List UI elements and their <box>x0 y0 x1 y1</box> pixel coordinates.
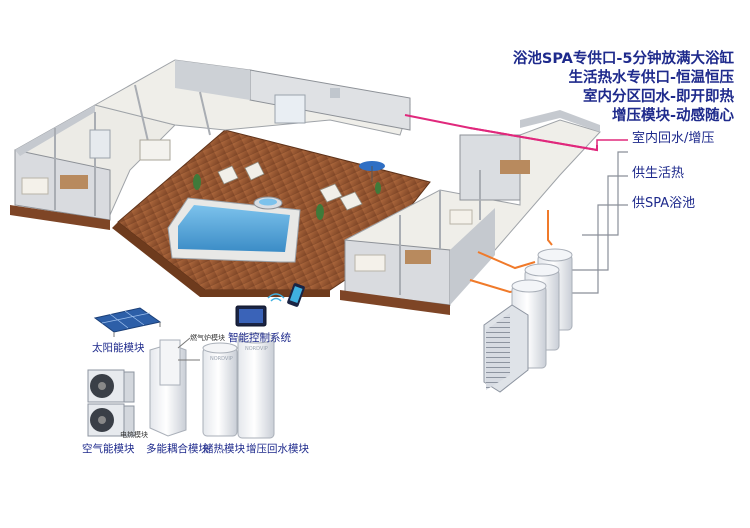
storage-module-icon: NORDVIP <box>202 342 238 437</box>
feature-item: 增压模块-动感随心 <box>611 108 734 124</box>
hot-water-pipe <box>477 251 536 270</box>
label-gas-furnace: 燃气炉模块 <box>190 334 225 342</box>
label-coupling-module: 多能耦合模块 <box>146 443 209 455</box>
smartphone-icon <box>287 283 305 307</box>
leader-domestic <box>566 175 628 271</box>
label-storage-module: 储热模块 <box>203 443 245 455</box>
deck-step <box>112 222 330 297</box>
leader-spa <box>552 204 628 294</box>
sun-loungers <box>217 161 363 211</box>
right-wing-upper-wall <box>459 134 521 201</box>
back-wing-wall-left <box>175 60 250 100</box>
label-air-energy-module: 空气能模块 <box>82 443 135 455</box>
feature-item: 生活热水专供口-恒温恒压 <box>568 70 734 86</box>
label-domestic-hot-water: 供生活热 <box>632 166 685 181</box>
system-modules: NORDVIP NORDVIP <box>87 283 305 439</box>
label-solar-module: 太阳能模块 <box>92 342 145 354</box>
label-return-booster: 室内回水/增压 <box>632 131 715 146</box>
right-equipment <box>483 248 573 393</box>
label-booster-module: 增压回水模块 <box>246 443 309 455</box>
label-spa-supply: 供SPA浴池 <box>632 196 696 211</box>
label-electric-furnace: 电热模块 <box>120 431 148 439</box>
coupling-module-icon <box>149 337 200 437</box>
booster-module-icon: NORDVIP <box>237 332 275 439</box>
pool-water <box>178 205 290 252</box>
tank-brand: NORDVIP <box>210 356 233 362</box>
air-energy-unit-icon <box>87 369 135 437</box>
potted-plants <box>193 174 381 220</box>
right-wing-wall-side <box>450 208 495 305</box>
leader-return <box>582 151 628 236</box>
solar-panel-icon <box>93 307 162 337</box>
tank-brand: NORDVIP <box>245 346 268 352</box>
feature-item: 室内分区回水-即开即热 <box>582 89 734 105</box>
left-terrace <box>10 205 110 230</box>
outdoor-unit-icon <box>483 304 529 393</box>
feature-item: 浴池SPA专供口-5分钟放满大浴缸 <box>512 51 734 67</box>
label-smart-control: 智能控制系统 <box>228 332 291 344</box>
right-wing-back-wall <box>520 110 600 132</box>
feature-list: 浴池SPA专供口-5分钟放满大浴缸 生活热水专供口-恒温恒压 室内分区回水-即开… <box>513 50 734 126</box>
wifi-icon <box>267 293 285 302</box>
tablet-control-icon <box>235 305 267 327</box>
pipe-network <box>404 114 628 294</box>
villa-floorplan <box>10 59 601 315</box>
right-terrace <box>340 290 450 315</box>
